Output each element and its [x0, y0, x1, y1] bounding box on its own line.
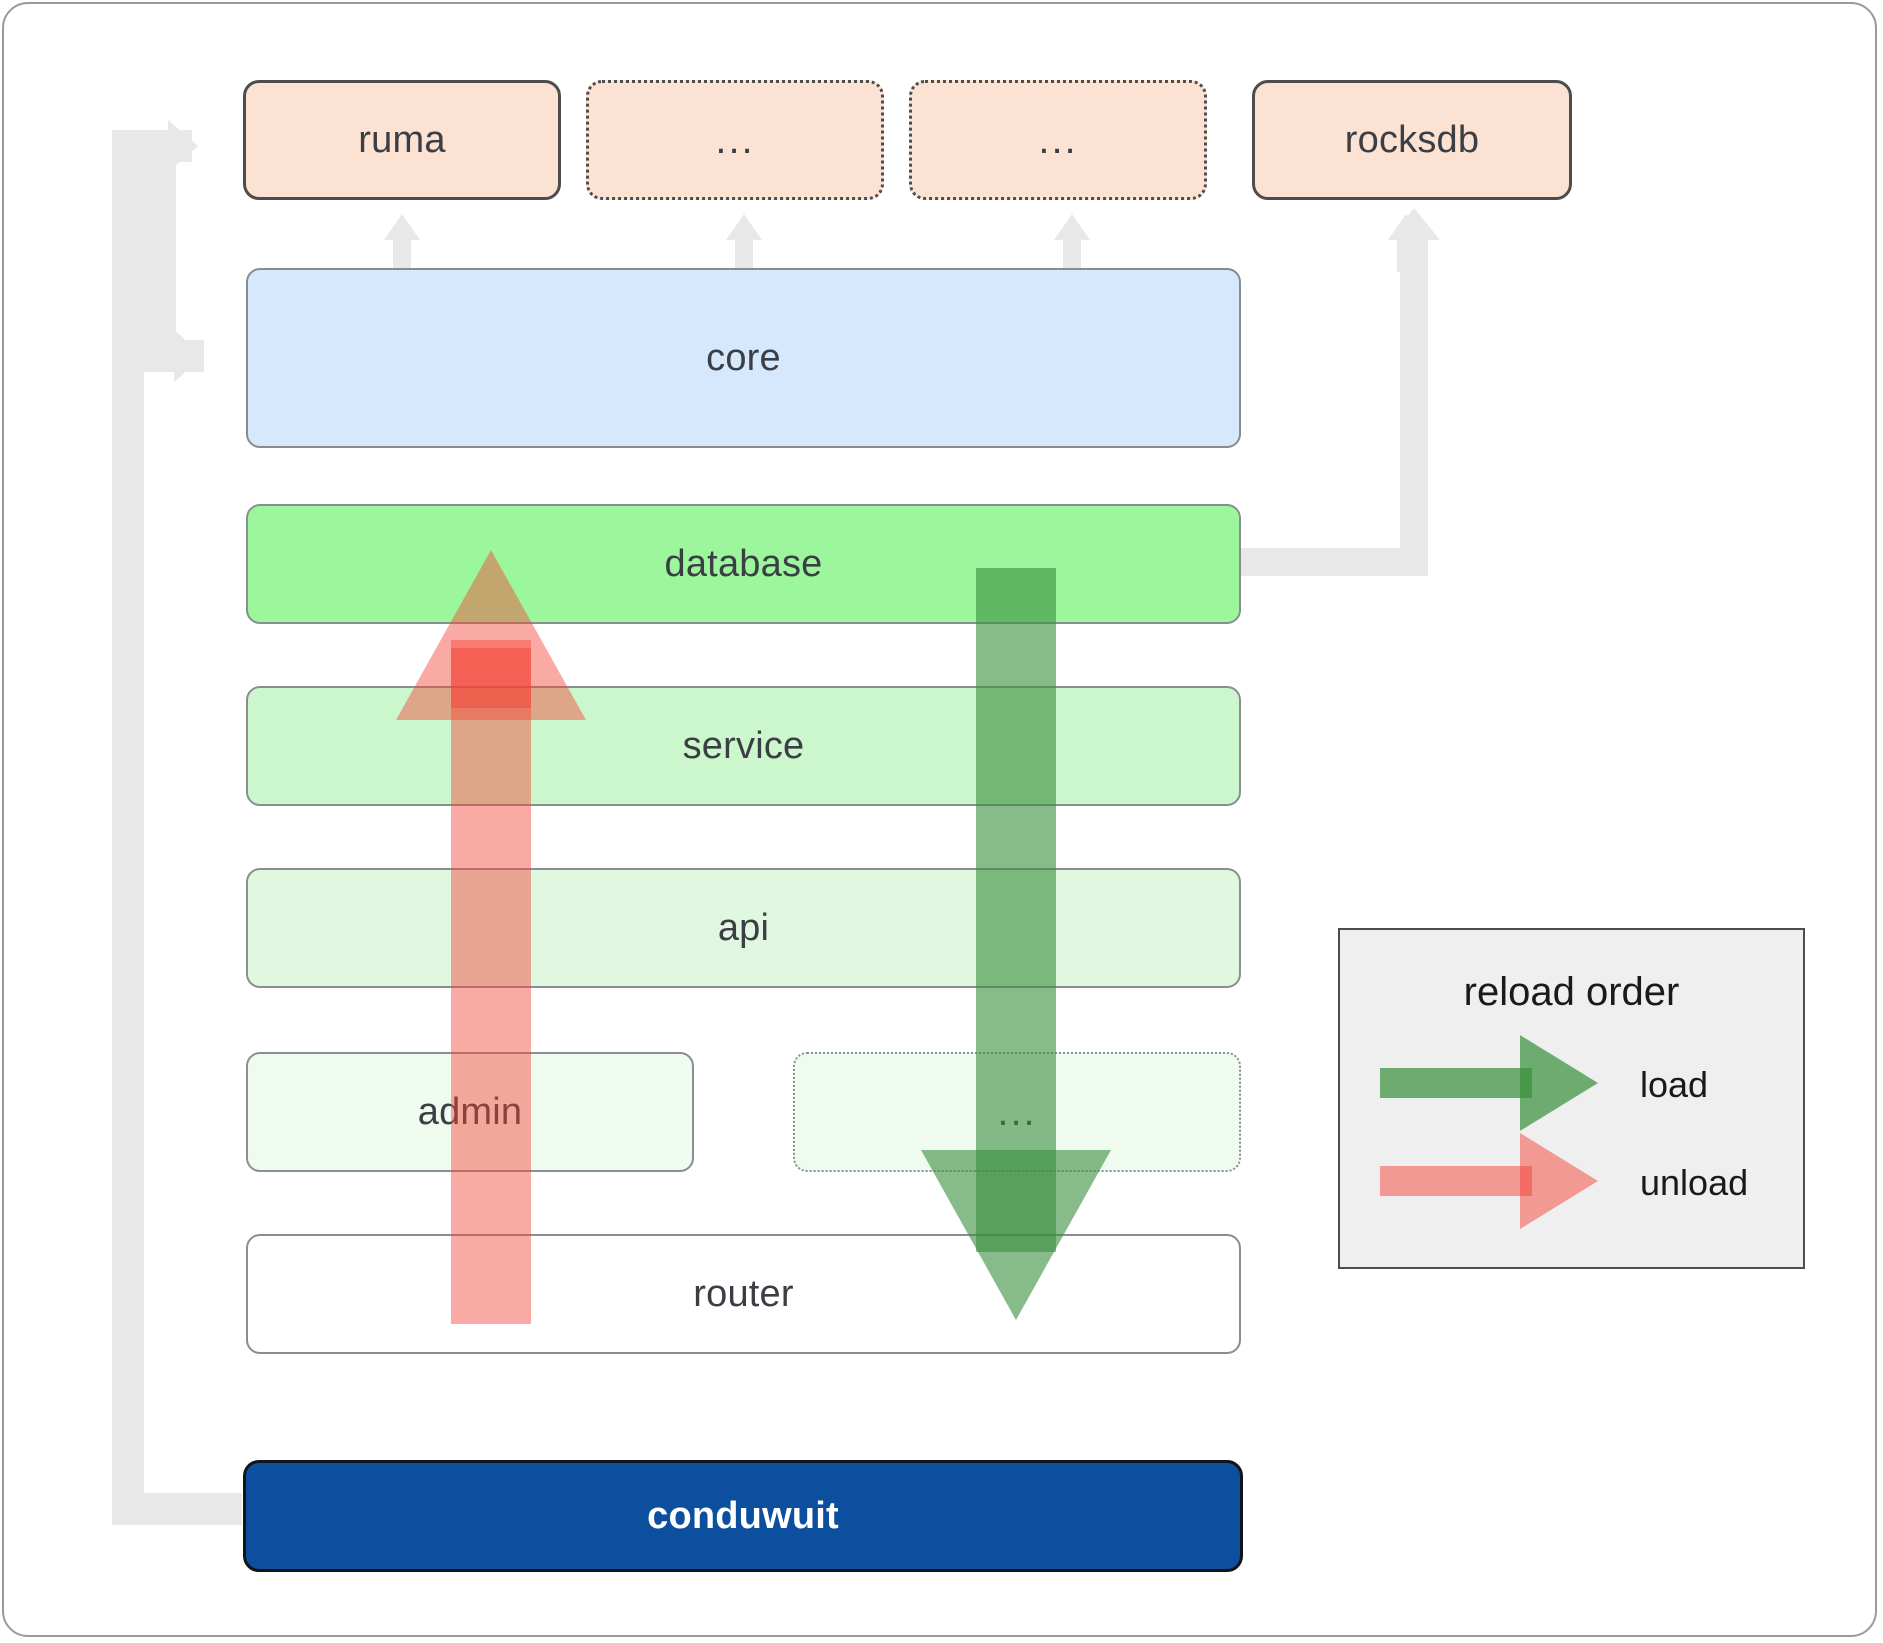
connector-core-to-rocksdb-shaft — [1397, 240, 1415, 272]
dependency-box-ruma[interactable]: ruma — [243, 80, 561, 200]
dependency-box-rocksdb[interactable]: rocksdb — [1252, 80, 1572, 200]
connector-to-core-arrowhead — [174, 330, 204, 382]
unload-arrow-shaft — [451, 640, 531, 1324]
layer-label-api: api — [717, 906, 770, 949]
connector-database-to-rocksdb-vertical — [1400, 238, 1428, 568]
legend-unload-arrow-head — [1520, 1133, 1598, 1229]
layer-label-service: service — [682, 724, 805, 767]
legend-panel: reload order load unload — [1338, 928, 1805, 1269]
layer-label-router: router — [693, 1272, 794, 1315]
connector-core-to-ellipsis2-shaft — [1063, 240, 1081, 272]
connector-core-to-rocksdb-arrowhead — [1388, 214, 1424, 240]
load-arrow-head — [921, 1150, 1111, 1320]
unload-arrow-head — [396, 550, 586, 720]
dependency-label-ruma: ruma — [358, 118, 446, 161]
layer-label-admin: admin — [417, 1090, 523, 1133]
core-box[interactable]: core — [246, 268, 1241, 448]
dependency-box-ellipsis-1[interactable]: ... — [586, 80, 884, 200]
connector-core-to-ellipsis1-arrowhead — [726, 214, 762, 240]
legend-unload-arrow-shaft — [1380, 1166, 1532, 1196]
layer-label-database: database — [664, 542, 823, 585]
unload-arrow-shaft-upper — [451, 648, 531, 708]
connector-database-to-rocksdb-horizontal — [1230, 548, 1428, 576]
legend-title: reload order — [1463, 970, 1680, 1014]
connector-core-to-ellipsis2-arrowhead — [1054, 214, 1090, 240]
layer-box-service[interactable]: service — [246, 686, 1241, 806]
legend-load-arrow-head — [1520, 1035, 1598, 1131]
legend-load-arrow-shaft — [1380, 1068, 1532, 1098]
connector-to-core-branch-vertical — [144, 146, 176, 316]
layer-box-api[interactable]: api — [246, 868, 1241, 988]
connector-core-to-ruma-shaft — [393, 240, 411, 272]
connector-core-to-ellipsis1-shaft — [735, 240, 753, 272]
connector-core-to-ruma-arrowhead — [384, 214, 420, 240]
layer-box-admin[interactable]: admin — [246, 1052, 694, 1172]
connector-root-trunk-bottom — [112, 1493, 242, 1525]
legend-label-unload: unload — [1640, 1162, 1749, 1203]
dependency-box-ellipsis-2[interactable]: ... — [909, 80, 1207, 200]
root-box-conduwuit[interactable]: conduwuit — [243, 1460, 1243, 1572]
load-arrow-shaft — [976, 568, 1056, 1252]
connector-root-trunk-vertical — [112, 130, 144, 1525]
dependency-label-rocksdb: rocksdb — [1344, 118, 1480, 161]
root-label-conduwuit: conduwuit — [647, 1494, 839, 1537]
layer-box-database[interactable]: database — [246, 504, 1241, 624]
core-label: core — [706, 336, 781, 379]
connector-to-core-branch-vertical-2 — [144, 300, 176, 356]
legend-label-load: load — [1640, 1064, 1709, 1105]
